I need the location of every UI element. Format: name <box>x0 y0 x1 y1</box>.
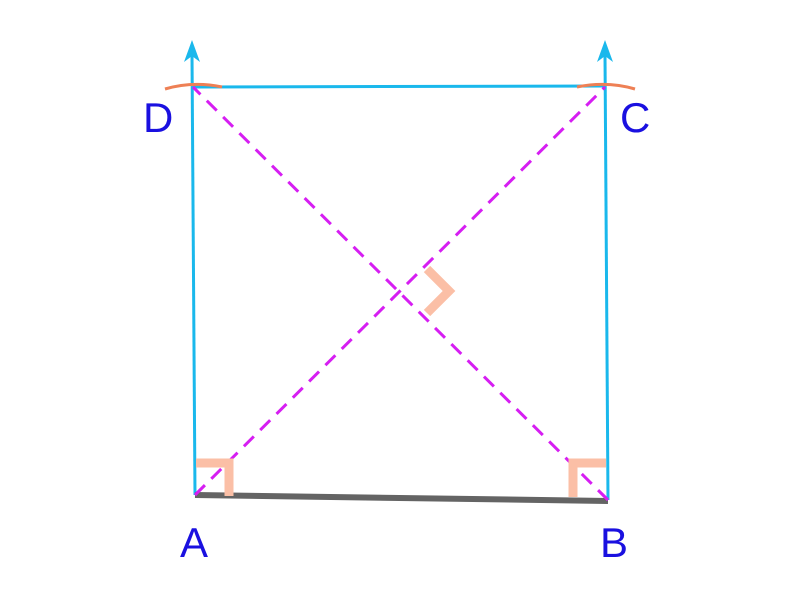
right-angle-mark-icon <box>568 458 606 497</box>
side-dc <box>192 84 606 89</box>
side-bc <box>603 54 610 501</box>
right-angle-mark-icon <box>196 458 234 496</box>
compass-arc-d <box>164 82 223 91</box>
right-angle-mark-icon <box>423 265 456 317</box>
side-ad <box>190 54 197 496</box>
diagonal-bd <box>191 85 610 502</box>
compass-arc-c <box>576 82 636 91</box>
diagonal-ac <box>193 85 607 497</box>
vertex-label-c: C <box>620 94 650 141</box>
arrowhead-up-icon <box>597 40 613 62</box>
vertex-label-b: B <box>600 519 628 566</box>
side-ab-base <box>194 492 609 504</box>
vertex-label-d: D <box>143 94 173 141</box>
arrowhead-up-icon <box>184 40 200 62</box>
vertex-label-a: A <box>180 519 208 566</box>
